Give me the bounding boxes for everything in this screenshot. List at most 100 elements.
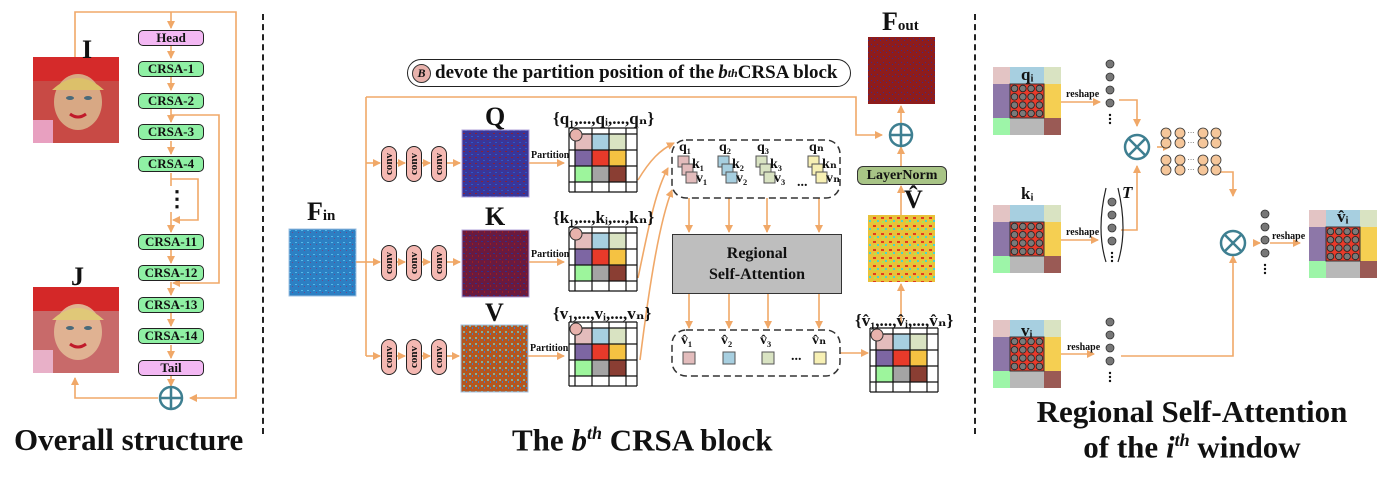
qkv-group-box	[671, 139, 841, 199]
vhat-set-label: {v̂₁,...,v̂ᵢ,...,v̂ₙ}	[855, 311, 954, 330]
note-text-post: CRSA block	[737, 62, 838, 83]
partition-cell	[609, 134, 626, 150]
conv-layer: conv	[406, 339, 422, 375]
transpose-label: T	[1122, 183, 1133, 202]
matrix-entry	[1174, 154, 1186, 166]
v-label: V	[485, 298, 504, 327]
divider-left	[262, 14, 264, 434]
partition-cell	[876, 366, 893, 382]
reshape-label-k: reshape	[1066, 227, 1100, 238]
block-crsa-12: CRSA-12	[138, 265, 204, 281]
vhat-output-label: v̂₃	[760, 333, 772, 348]
q-set-label: {q₁,...,qᵢ,...,qₙ}	[553, 109, 655, 128]
conv-layer: conv	[381, 339, 397, 375]
partition-cell	[609, 265, 626, 281]
partition-cell	[592, 166, 609, 182]
group-q-label: q₁	[679, 140, 691, 155]
group-k-label: k₃	[770, 157, 782, 172]
output-vector	[1260, 209, 1270, 275]
block-crsa-13: CRSA-13	[138, 297, 204, 313]
conv-layer: conv	[431, 146, 447, 182]
qkv-square	[685, 171, 698, 184]
partition-label-v: Partition	[530, 343, 569, 354]
matrix-row-ellipsis: ···	[1188, 166, 1195, 174]
partition-cell	[609, 328, 626, 344]
vhat-output-label: v̂ₙ	[812, 333, 827, 348]
partition-cell	[575, 360, 592, 376]
rsa-line1: Regional	[726, 245, 788, 262]
vhat-square	[682, 351, 696, 365]
v-feature-map	[460, 324, 529, 393]
overall-structure-panel	[33, 11, 237, 411]
conv-layer: conv	[431, 339, 447, 375]
block-crsa-2: CRSA-2	[138, 93, 204, 109]
v-partition-grid	[568, 321, 638, 387]
block-crsa-4: CRSA-4	[138, 156, 204, 172]
group-q-label: q₂	[719, 140, 731, 155]
group-k-label: k₁	[692, 157, 704, 172]
conv-layer: conv	[381, 245, 397, 281]
fout-label: Fout	[882, 7, 919, 36]
partition-cell	[575, 344, 592, 360]
partition-cell	[893, 350, 910, 366]
vhat-square	[813, 351, 827, 365]
qi-label: qᵢ	[1021, 65, 1034, 84]
block-crsa-1: CRSA-1	[138, 61, 204, 77]
partition-cell	[592, 265, 609, 281]
k-set-label: {k₁,...,kᵢ,...,kₙ}	[553, 208, 655, 227]
rsa-line2: Self-Attention	[709, 266, 805, 283]
note-text-sup: th	[727, 65, 738, 80]
conv-layer: conv	[381, 146, 397, 182]
qkv-square	[815, 171, 828, 184]
vhat-square	[761, 351, 775, 365]
fout-feature-map	[868, 37, 935, 104]
group-v-label: vₙ	[826, 171, 841, 186]
conv-layer: conv	[406, 146, 422, 182]
matrix-entry	[1174, 164, 1186, 176]
matrix-entry	[1197, 127, 1209, 139]
qkv-stacks	[677, 155, 828, 184]
partition-cell	[592, 150, 609, 166]
matrix-entry	[1210, 164, 1222, 176]
window-panel: ············	[993, 59, 1377, 388]
v-vector	[1105, 317, 1115, 383]
matrix-entry	[1210, 154, 1222, 166]
k-label: K	[485, 202, 506, 231]
vhat-i-window-tile	[1309, 210, 1377, 278]
matrix-entry	[1160, 154, 1172, 166]
partition-mark-icon	[569, 128, 583, 142]
vhat-square	[722, 351, 736, 365]
transpose-bracket-left	[1100, 187, 1107, 263]
reshape-label-out: reshape	[1272, 231, 1306, 242]
partition-mark-icon: B	[412, 63, 431, 83]
partition-cell	[592, 233, 609, 249]
input-image-I	[33, 57, 119, 143]
overall-sum-icon	[158, 385, 184, 411]
matrix-entry	[1210, 127, 1222, 139]
q-vector	[1105, 59, 1115, 125]
partition-mark-icon	[569, 322, 583, 336]
vhat-label: V̂	[904, 185, 923, 214]
partition-cell	[609, 150, 626, 166]
group-v-label: v₁	[696, 171, 708, 186]
k-vector-transposed	[1107, 197, 1117, 263]
crsa-caption: The bth CRSA block	[512, 422, 773, 458]
group-q-label: q₃	[757, 140, 769, 155]
fin-feature-map	[288, 228, 357, 297]
output-ellipsis: ...	[791, 349, 802, 364]
block-crsa-11: CRSA-11	[138, 234, 204, 250]
partition-grids	[568, 127, 939, 393]
partition-cell	[893, 334, 910, 350]
partition-cell	[893, 366, 910, 382]
group-k-label: kₙ	[822, 157, 838, 172]
vhat-feature-map	[868, 215, 935, 282]
note-text-b: b	[718, 62, 728, 83]
reshape-label-v: reshape	[1067, 342, 1101, 353]
q-feature-map	[461, 129, 530, 198]
partition-cell	[592, 134, 609, 150]
vhat-squares	[682, 351, 827, 365]
output-image-J	[33, 287, 119, 373]
window-caption: Regional Self-Attention of the ith windo…	[1036, 394, 1348, 465]
overall-caption: Overall structure	[14, 422, 244, 457]
